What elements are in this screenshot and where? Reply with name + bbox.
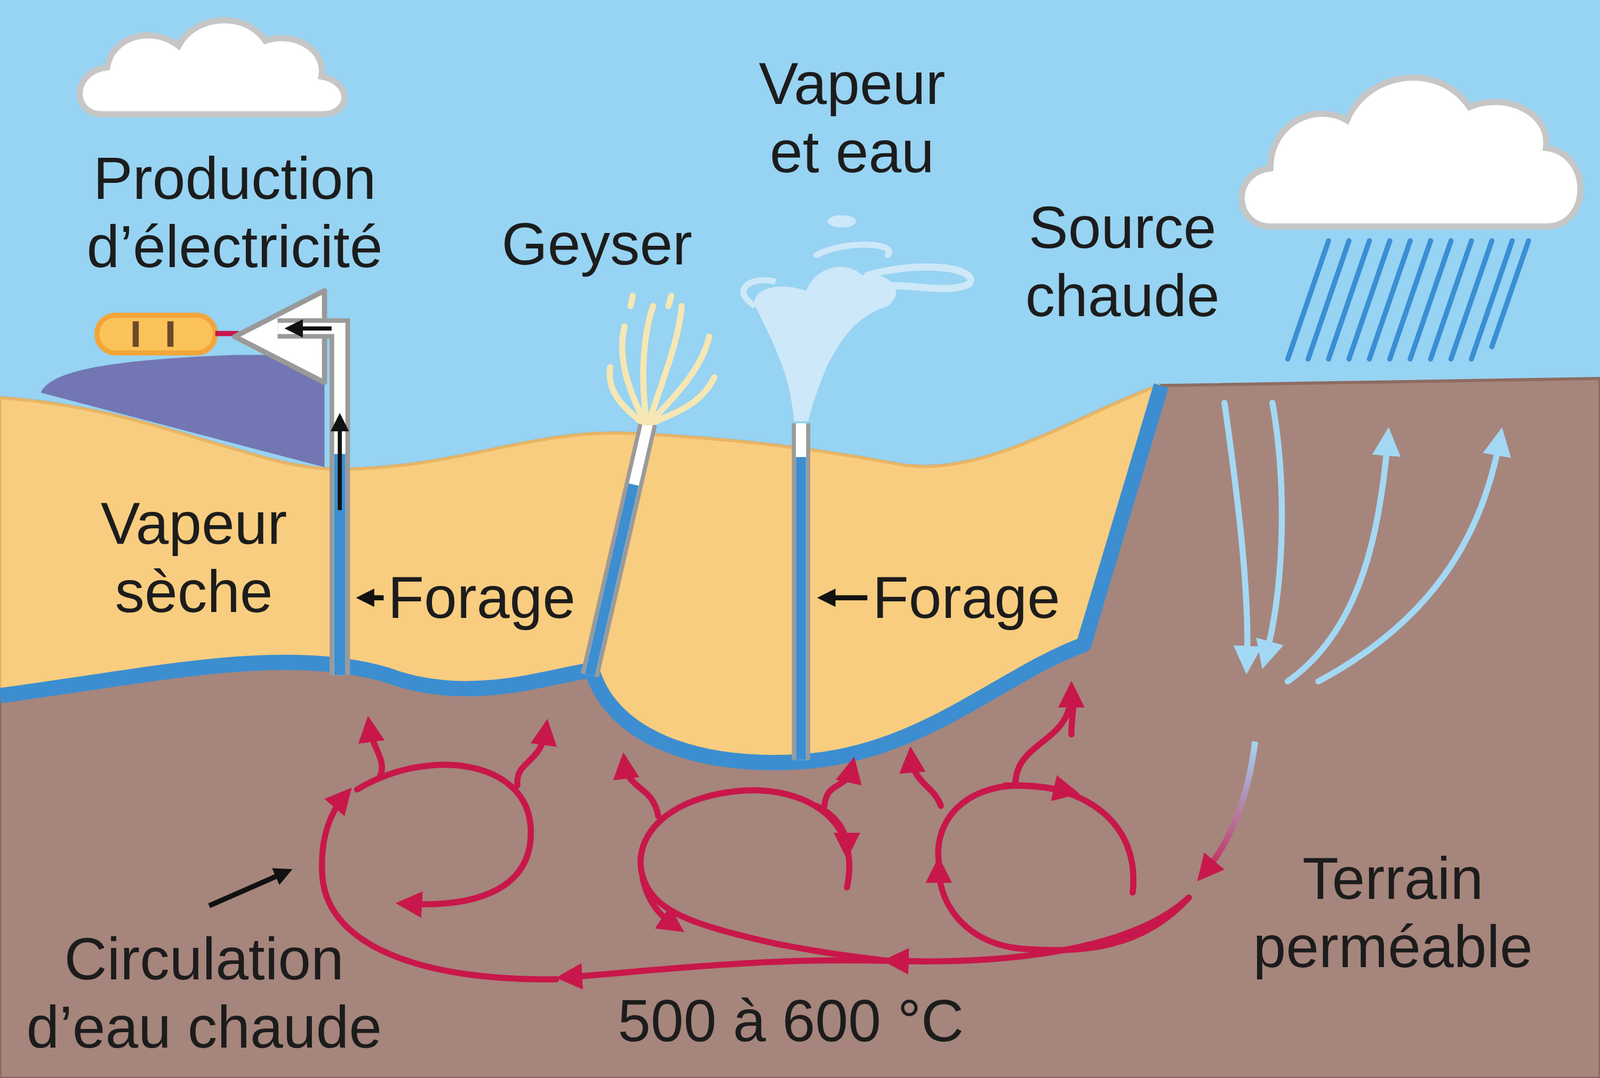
rain [1328, 241, 1370, 360]
ground-label: Terrain perméable [1234, 843, 1551, 981]
temperature-label: 500 à 600 °C [576, 986, 1006, 1055]
hot-water-circulation [642, 879, 676, 927]
power-plant [97, 315, 216, 354]
steam-well [743, 280, 776, 307]
geyser [589, 423, 648, 676]
hot-water-circulation [517, 729, 547, 786]
rainwater-infiltration [1318, 438, 1501, 682]
rainwater-infiltration [1224, 403, 1248, 664]
steam-well [816, 244, 890, 255]
pointer-arrow [363, 595, 384, 601]
steam-well [827, 215, 857, 228]
geyser [630, 296, 633, 307]
pointer-arrow [209, 872, 286, 907]
steam-label: Vapeur et eau [733, 49, 971, 186]
hot-water-circulation [824, 767, 853, 807]
hot-water-circulation [369, 726, 383, 778]
hot-water-circulation [322, 795, 557, 980]
hot-water-circulation [624, 763, 659, 816]
cloud [1241, 77, 1581, 227]
power-plant [132, 321, 139, 348]
power-plant [291, 326, 332, 331]
rain [1369, 241, 1411, 360]
geyser [658, 377, 715, 421]
plant-label: Production d’électricité [61, 144, 409, 281]
steam-layer-label: Vapeur sèche [71, 488, 317, 626]
hot-water-circulation [1015, 691, 1072, 786]
rain [1308, 241, 1350, 360]
geyser [589, 296, 715, 676]
power-plant [167, 321, 174, 348]
power-plant [41, 290, 341, 676]
rain [1491, 241, 1529, 348]
geyser [609, 367, 640, 421]
power-plant [41, 355, 325, 468]
geyser [634, 413, 664, 426]
power-plant [337, 420, 342, 510]
geyser [589, 423, 648, 676]
rainwater-infiltration [1224, 403, 1501, 682]
aquifer [0, 385, 1162, 763]
rain [1430, 241, 1472, 360]
hot-water-circulation [1071, 704, 1074, 735]
rain [1288, 241, 1530, 360]
well-label: Forage [379, 563, 584, 632]
rain [1348, 241, 1390, 360]
geyser [609, 296, 715, 421]
hot-water-circulation [566, 960, 888, 978]
circulation-label: Circulation d’eau chaude [5, 924, 404, 1061]
spring-label: Source chaude [984, 193, 1261, 330]
geyser-label: Geyser [474, 209, 720, 278]
rain [1288, 241, 1330, 360]
rain [1451, 241, 1493, 360]
geyser [668, 296, 672, 307]
infiltration-to-depth [1204, 741, 1256, 874]
pointer-arrow [209, 597, 868, 907]
hot-water-circulation [938, 785, 1134, 893]
well-label: Forage [864, 563, 1069, 632]
steam-well [795, 423, 806, 760]
steam-well [743, 215, 971, 761]
steam-well [795, 457, 806, 760]
cloud [79, 20, 344, 115]
hot-water-circulation [816, 805, 847, 849]
hot-water-circulation [357, 765, 532, 906]
rainwater-infiltration [1265, 403, 1282, 659]
geyser [653, 336, 709, 419]
geyser [589, 484, 634, 676]
geyser [651, 306, 682, 417]
rain [1410, 241, 1452, 360]
hot-water-circulation [640, 790, 888, 962]
pointer-arrow [824, 595, 868, 601]
hot-water-circulation [322, 691, 1189, 980]
geyser [643, 306, 653, 417]
hot-water-circulation [938, 867, 1189, 951]
steam-well [792, 423, 811, 760]
hot-water-circulation [911, 757, 941, 807]
ground [0, 378, 1600, 1078]
rain [1389, 241, 1431, 360]
steam-well [867, 267, 971, 289]
